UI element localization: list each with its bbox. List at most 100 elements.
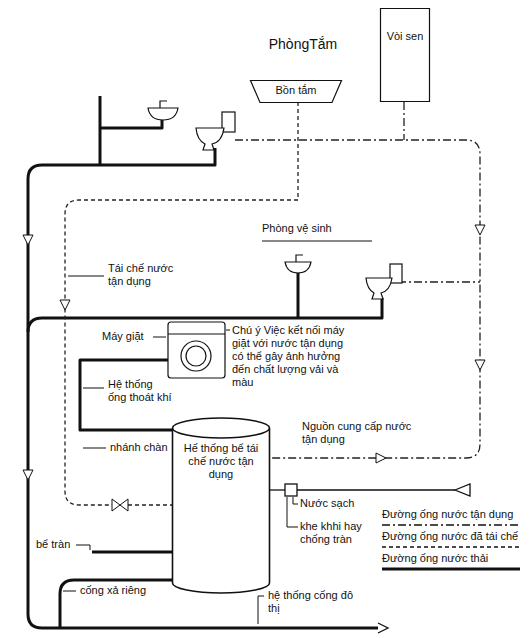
text-label: hệ thống cống đô thị <box>268 589 353 614</box>
fixtures <box>168 322 225 378</box>
leader-line <box>226 330 230 331</box>
text-label: Phòng vệ sinh <box>262 222 374 235</box>
leader-line <box>262 241 372 242</box>
legend-sample <box>382 524 520 525</box>
fixtures <box>186 346 206 366</box>
reuse-pipe <box>398 281 480 282</box>
valve-symbol <box>112 499 128 511</box>
fixtures <box>148 108 178 120</box>
flow-arrow <box>60 300 70 310</box>
node-text: Vòi sen <box>384 30 426 43</box>
waste-pipe <box>28 148 378 628</box>
leader-line <box>287 497 298 527</box>
legend-text: Đường ống nước đã tái chế <box>382 530 518 542</box>
text-label: Máy giặt <box>102 330 144 342</box>
node-rect: Vòi sen <box>380 8 430 102</box>
fixtures <box>181 341 211 371</box>
text-label: PhòngTắm <box>248 36 358 52</box>
reuse-pipe <box>235 102 480 458</box>
text-label: Phòng vệ sinh <box>262 222 332 234</box>
recycled-pipe <box>128 504 172 505</box>
legend-row: Đường ống nước đã tái chế <box>382 530 525 552</box>
sewer-arrow <box>378 623 388 633</box>
waste-pipe <box>297 272 300 318</box>
text-label: khe khhi hay chống tràn <box>300 520 380 546</box>
waste-pipe <box>100 118 162 128</box>
clean-water-pipe <box>285 484 297 496</box>
legend-sample <box>382 522 522 528</box>
node-outline <box>380 8 430 102</box>
fixtures <box>196 128 224 150</box>
flow-arrow <box>475 225 485 235</box>
text-label: hệ thống cống đô thị <box>268 589 364 615</box>
waste-pipe <box>28 96 382 628</box>
legend-row: Đường ống nước tận dụng <box>382 508 525 530</box>
waste-pipe <box>99 96 102 165</box>
legend-sample <box>382 544 522 550</box>
legend-sample <box>382 566 522 572</box>
node-cylinder: Hế thống bể tái chế nước tận dụng <box>172 418 270 593</box>
text-label: Nguồn cung cấp nước tận dụng <box>302 420 411 445</box>
leader-line <box>258 596 264 624</box>
fixtures <box>285 262 311 273</box>
clean-water-pipe <box>270 484 470 496</box>
reuse-pipe <box>235 140 480 458</box>
legend-sample <box>382 568 520 571</box>
clean-water-pipe <box>455 484 470 496</box>
text-label: nhánh chàn <box>110 441 168 453</box>
waste-pipe <box>92 551 172 554</box>
leader-line <box>293 497 298 504</box>
flow-arrow <box>475 360 485 370</box>
legend: Đường ống nước tận dụngĐường ống nước đã… <box>382 508 525 574</box>
fixtures <box>148 101 402 378</box>
leader-line <box>63 241 372 624</box>
text-label: cống xả riêng <box>80 584 166 597</box>
fixtures <box>366 278 392 299</box>
node-outline <box>173 418 270 593</box>
leader-line <box>153 337 166 338</box>
legend-text: Đường ống nước thải <box>382 552 488 564</box>
text-label: Nước sạch <box>300 497 374 510</box>
text-label: bể tràn <box>36 538 70 550</box>
text-label: cống xả riêng <box>80 584 146 596</box>
legend-row: Đường ống nước thải <box>382 552 525 574</box>
flow-arrow <box>23 470 33 480</box>
sewer-arrow <box>378 623 388 633</box>
text-label: Hệ thống ống thoát khí <box>108 378 172 403</box>
text-label: Hệ thống ống thoát khí <box>108 378 174 404</box>
text-label: bể tràn <box>36 538 76 551</box>
text-label: Máy giặt <box>102 330 154 343</box>
waste-pipe <box>80 360 172 430</box>
legend-text: Đường ống nước tận dụng <box>382 508 513 520</box>
fixtures <box>160 101 167 108</box>
legend-sample <box>382 546 520 547</box>
text-label: Nước sạch <box>300 497 354 509</box>
node-trapezoid: Bồn tắm <box>250 80 342 103</box>
clean-water-pipe <box>297 489 455 490</box>
text-label: Chú ý Việc kết nối máy giặt với nước tận… <box>232 324 344 388</box>
leader-line <box>63 591 76 592</box>
fixtures <box>168 333 225 334</box>
node-outline <box>381 9 430 102</box>
reuse-pipe <box>403 102 404 140</box>
valve-symbol <box>112 499 128 511</box>
node-text: Bồn tắm <box>254 84 338 97</box>
leader-line <box>76 545 90 550</box>
leader-line <box>83 388 104 389</box>
text-label: nhánh chàn <box>110 441 172 454</box>
node-outline <box>251 81 342 103</box>
flow-arrow <box>23 235 33 245</box>
text-label: Chú ý Việc kết nối máy giặt với nước tận… <box>232 324 352 389</box>
text-label: Nguồn cung cấp nước tận dụng <box>302 420 414 446</box>
text-label: Tái chế nước tận dụng <box>108 262 173 287</box>
fixtures <box>296 255 303 262</box>
node-text: Hế thống bể tái chế nước tận dụng <box>176 442 266 481</box>
leader-line <box>83 448 106 449</box>
text-label: khe khhi hay chống tràn <box>300 520 362 545</box>
waste-pipe <box>60 580 172 628</box>
leader-line <box>68 276 104 277</box>
clean-water-pipe <box>270 489 285 490</box>
text-label: Tái chế nước tận dụng <box>108 262 190 288</box>
flow-arrow <box>376 453 386 463</box>
text-label: PhòngTắm <box>269 36 337 52</box>
